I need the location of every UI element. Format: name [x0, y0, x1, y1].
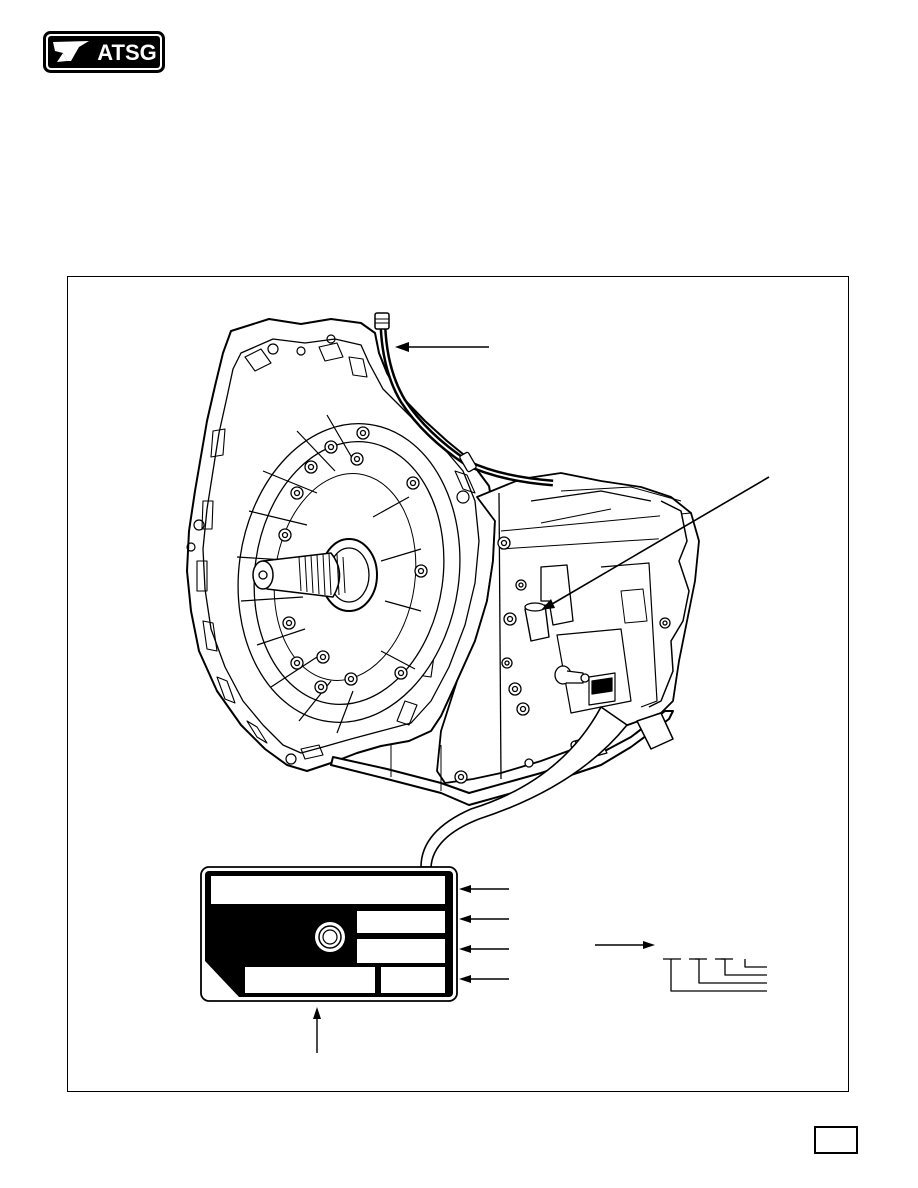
fill-plug-callout-line: [546, 476, 770, 608]
input-shaft: [262, 552, 341, 598]
oil-pan: [330, 710, 674, 806]
input-shaft-splines: [298, 553, 346, 596]
shaft-end: [252, 560, 274, 590]
figure-frame: [67, 276, 849, 1092]
case-pocket: [540, 564, 574, 626]
id-label-field-bottom-right: [381, 967, 445, 993]
flange-bolt-holes: [186, 334, 470, 765]
atsg-logo: ATSG: [43, 31, 165, 73]
breather-tube-highlight: [382, 326, 554, 484]
code-breakdown-brackets: [663, 958, 767, 992]
id-label-field-mid-1: [357, 911, 445, 933]
electrical-connector: [554, 665, 590, 685]
case-bolts: [454, 536, 580, 784]
breather-cap: [374, 312, 390, 330]
id-label-field-top: [211, 876, 445, 904]
callout-arrows: [401, 346, 770, 608]
arrowhead-breather: [395, 342, 409, 352]
rocket-check-icon: [53, 41, 89, 62]
converter-bore-inner: [253, 440, 445, 706]
transmission-diagram: [186, 312, 770, 1053]
page-number-box: [814, 1126, 858, 1154]
label-row-arrows: [316, 888, 647, 1053]
case-id-tag: [588, 672, 616, 706]
ring-bolts: [278, 426, 428, 694]
logo-text: ATSG: [97, 40, 156, 65]
id-label-field-bottom-left: [245, 967, 375, 993]
id-label-corner-cut: [205, 961, 239, 997]
id-label-field-mid-2: [357, 939, 445, 963]
arrowhead-fill-plug: [541, 599, 555, 610]
